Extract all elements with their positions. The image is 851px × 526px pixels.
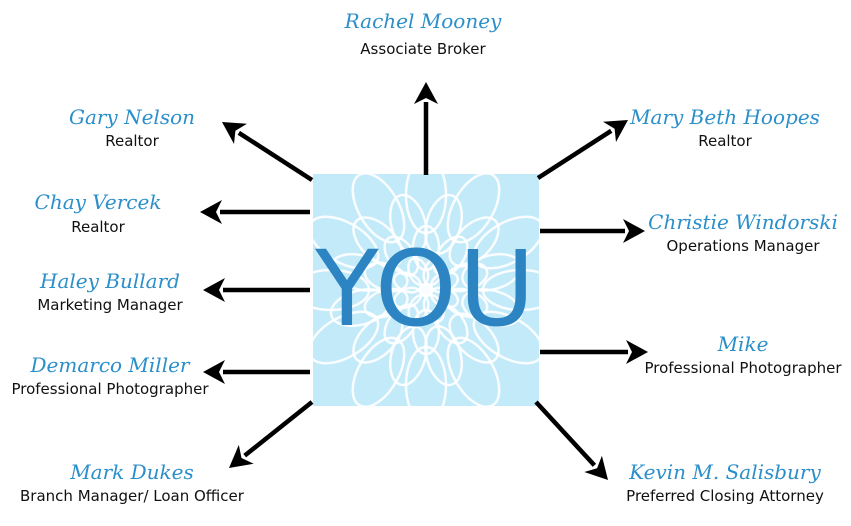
arrow-up: [414, 82, 438, 175]
arrow-mike: [540, 340, 648, 364]
contact-name: Demarco Miller: [30, 353, 191, 377]
arrow-kevin: [534, 400, 608, 480]
contact-name: Mark Dukes: [69, 460, 194, 484]
contact-name: Mike: [717, 332, 769, 356]
flower-petal: [352, 312, 404, 364]
flower-center: [419, 283, 433, 297]
contact-role: Branch Manager/ Loan Officer: [20, 487, 245, 505]
arrow-head: [584, 455, 608, 480]
arrow-head: [203, 360, 225, 384]
flower-petal: [329, 252, 391, 292]
arrow-head: [203, 278, 225, 302]
contact-gary: Gary Nelson Realtor: [69, 105, 195, 150]
arrow-head: [222, 122, 247, 144]
contact-role: Operations Manager: [667, 237, 821, 255]
contact-role: Preferred Closing Attorney: [626, 487, 824, 505]
contact-role: Associate Broker: [360, 40, 486, 58]
contact-name: Kevin M. Salisbury: [628, 460, 821, 484]
arrow-shaft: [243, 400, 314, 458]
flower-petal: [448, 312, 500, 364]
contact-name: Haley Bullard: [39, 269, 180, 293]
contact-name: Chay Vercek: [35, 190, 162, 214]
contact-name: Christie Windorski: [648, 210, 838, 234]
contact-christie: Christie Windorski Operations Manager: [648, 210, 838, 255]
arrow-chay: [200, 200, 310, 224]
arrow-mary-beth: [536, 120, 628, 180]
arrow-head: [229, 444, 254, 468]
contact-mike: Mike Professional Photographer: [644, 332, 842, 377]
contact-rachel: Rachel Mooney Associate Broker: [344, 9, 502, 58]
contact-chay: Chay Vercek Realtor: [35, 190, 162, 236]
center-node: YOU: [291, 155, 561, 425]
arrows: [200, 82, 648, 480]
arrow-head: [603, 120, 628, 142]
contact-role: Realtor: [71, 218, 125, 236]
contact-demarco: Demarco Miller Professional Photographer: [11, 353, 209, 398]
contact-mary-beth: Mary Beth Hoopes Realtor: [629, 105, 820, 150]
flower-petal: [461, 288, 523, 328]
arrow-head: [200, 200, 222, 224]
flower-petal: [448, 216, 500, 268]
arrow-shaft: [536, 128, 613, 180]
arrow-christie: [540, 219, 645, 243]
contact-role: Professional Photographer: [644, 359, 842, 377]
flower-decoration: [291, 155, 561, 425]
contact-name: Gary Nelson: [69, 105, 195, 129]
arrow-head: [623, 219, 645, 243]
contact-name: Mary Beth Hoopes: [629, 105, 820, 129]
arrow-shaft: [534, 400, 597, 467]
contact-kevin: Kevin M. Salisbury Preferred Closing Att…: [626, 460, 824, 505]
contact-role: Professional Photographer: [11, 380, 209, 398]
contact-haley: Haley Bullard Marketing Manager: [37, 269, 183, 314]
contact-role: Realtor: [698, 132, 752, 150]
contact-name: Rachel Mooney: [344, 9, 502, 33]
contact-role: Marketing Manager: [37, 296, 183, 314]
flower-petal: [329, 288, 391, 328]
arrow-head: [626, 340, 648, 364]
flower-petal: [352, 216, 404, 268]
arrow-shaft: [237, 130, 314, 182]
flower-petal: [383, 235, 420, 277]
contact-role: Realtor: [105, 132, 159, 150]
arrow-head: [414, 82, 438, 104]
arrow-mark: [229, 400, 314, 468]
contact-mark: Mark Dukes Branch Manager/ Loan Officer: [20, 460, 245, 505]
arrow-demarco: [203, 360, 310, 384]
arrow-haley: [203, 278, 310, 302]
center-label: YOU: [314, 228, 537, 350]
arrow-gary: [222, 122, 314, 182]
flower-petal: [461, 252, 523, 292]
